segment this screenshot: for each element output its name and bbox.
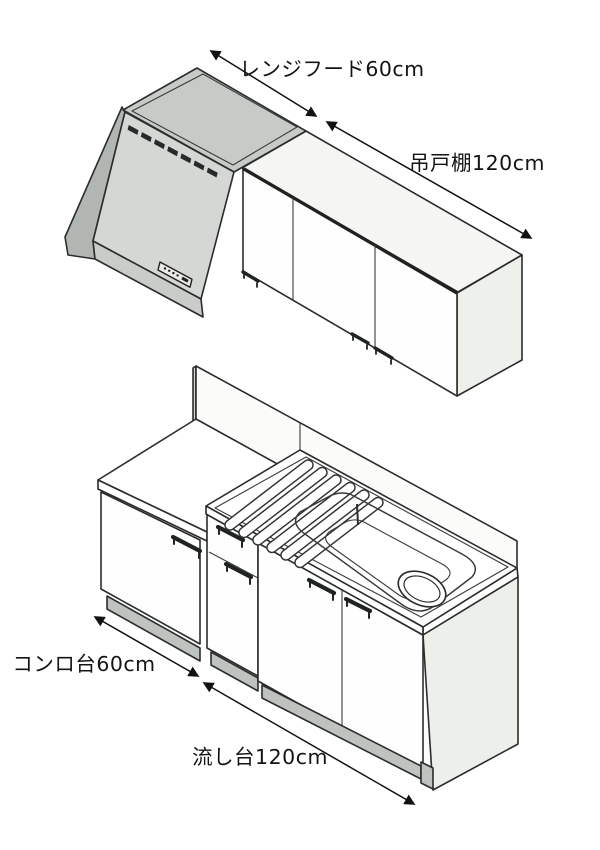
- wall-door2-handle: [350, 332, 370, 350]
- wall-door3-handle: [373, 346, 394, 365]
- wall-cabinet-label: 吊戸棚120cm: [409, 151, 545, 175]
- drain-icon: [397, 570, 447, 608]
- dimension-annotations: レンジフード60cm 吊戸棚120cm コンロ台60cm 流し台120cm: [12, 50, 545, 805]
- sink-left-door-handle: [306, 577, 337, 601]
- hood-bottom-band: [92, 240, 204, 318]
- sink-label: 流し台120cm: [192, 745, 328, 769]
- drawer-divider: [208, 551, 259, 579]
- drainboard-ribs: [224, 459, 384, 569]
- hood-vent-slats: [127, 125, 218, 178]
- stove-stand-dimension-arrow: [93, 616, 200, 677]
- sink-kickplate-corner: [420, 761, 434, 790]
- drawer-column-door-handle: [223, 561, 254, 585]
- sink-basin: [294, 492, 477, 612]
- range-hood-label: レンジフード60cm: [239, 57, 424, 81]
- sink-counter-rim: [214, 456, 509, 618]
- sink-right-door-handle: [343, 596, 373, 619]
- range-hood-dimension-arrow: [209, 50, 318, 117]
- stove-door: [100, 491, 201, 645]
- sink-unit: [205, 449, 519, 791]
- hood-control-panel: [157, 261, 193, 288]
- faucet-hole-mark: [356, 503, 359, 526]
- stove-stand-label: コンロ台60cm: [12, 652, 155, 676]
- stove-door-handle: [170, 534, 203, 559]
- sink-dimension-arrow: [202, 682, 416, 805]
- wall-door1-handle: [241, 270, 260, 288]
- wall-cabinet-dimension-arrow: [325, 121, 533, 239]
- sink-side-panel: [422, 576, 519, 791]
- drawer-handle: [215, 524, 246, 548]
